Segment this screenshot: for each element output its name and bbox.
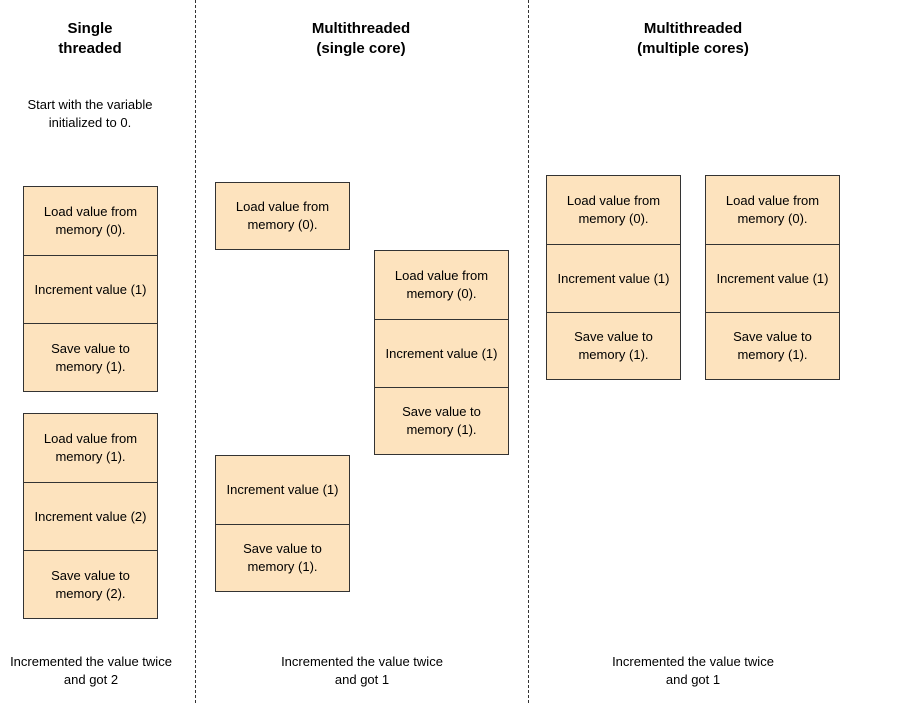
increment-step: Increment value (1): [226, 482, 339, 497]
increment-step: Increment value (1): [706, 244, 839, 312]
column-separator-1: [195, 0, 196, 703]
single-threaded-title: Single threaded: [58, 20, 122, 57]
column-separator-2: [528, 0, 529, 703]
increment-step: Increment value (1): [547, 244, 680, 312]
increment-step: Increment value (1): [375, 319, 508, 387]
mt-multi-core-result: Incremented the value twice and got 1: [612, 654, 774, 687]
multithreaded-single-core-title: Multithreaded (single core): [311, 20, 411, 57]
intro-note: Start with the variable initialized to 0…: [27, 97, 153, 130]
increment-step: Increment value (2): [24, 482, 157, 550]
multithreaded-multiple-cores-title: Multithreaded (multiple cores): [637, 20, 749, 57]
mt-single-core-result: Incremented the value twice and got 1: [281, 654, 443, 687]
single-threaded-result: Incremented the value twice and got 2: [10, 654, 172, 687]
increment-step: Increment value (1): [24, 255, 157, 323]
